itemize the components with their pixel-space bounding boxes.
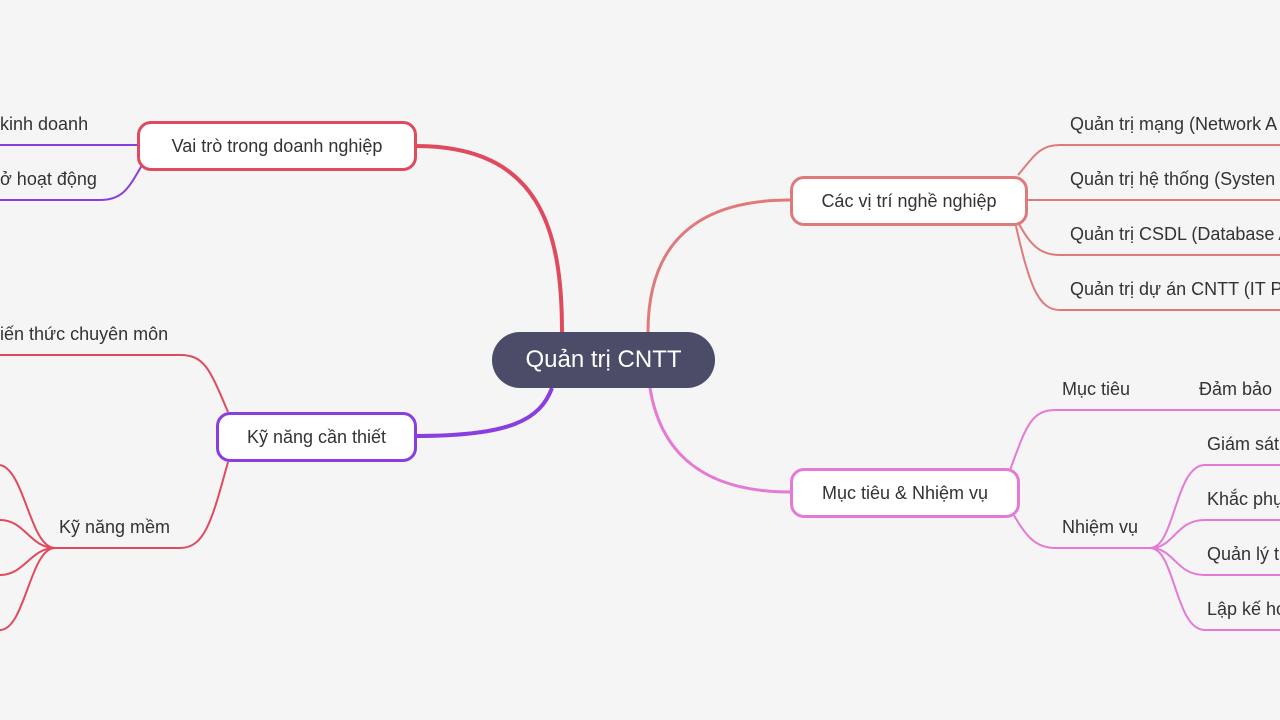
central-topic[interactable]: Quản trị CNTT [492,332,715,388]
task-4[interactable]: Lập kế ho [1207,599,1280,619]
goals-goal-child[interactable]: Đảm bảo [1199,379,1273,399]
edge-roles-child-2 [0,159,146,201]
edge-softskill-b [0,519,56,549]
task-1[interactable]: Giám sát [1207,434,1280,454]
edge-central-positions [646,198,791,333]
edge-goals-goal [1009,409,1280,471]
edge-task-2 [1149,519,1280,549]
position-system-admin[interactable]: Quản trị hệ thống (Systen [1070,169,1276,189]
roles-child-2[interactable]: ở hoạt động [0,169,97,189]
task-3[interactable]: Quản lý t [1207,544,1280,564]
branch-positions[interactable]: Các vị trí nghề nghiệp [790,176,1028,226]
edge-goals-task [1011,511,1150,549]
edge-task-1 [1149,464,1280,549]
goals-tasks[interactable]: Nhiệm vụ [1062,517,1139,537]
edge-task-3 [1149,547,1280,576]
edge-pos-1 [1017,144,1280,176]
position-network-admin[interactable]: Quản trị mạng (Network A [1070,114,1278,134]
edge-softskill-c [0,547,56,576]
edge-central-roles [415,144,564,333]
task-2[interactable]: Khắc phụ [1207,489,1280,509]
edge-softskill-d [0,547,56,631]
edge-central-skills [415,387,554,438]
branch-skills[interactable]: Kỹ năng cần thiết [216,412,417,462]
edge-softskill-a [0,464,56,549]
edge-skills-child-1 [0,354,229,413]
skills-knowledge[interactable]: iến thức chuyên môn [0,324,169,344]
roles-child-1[interactable]: kinh doanh [0,114,89,134]
edge-pos-4 [1015,225,1280,311]
position-it-project[interactable]: Quản trị dự án CNTT (IT P [1070,279,1280,299]
edge-skills-child-2 [55,461,229,549]
skills-soft[interactable]: Kỹ năng mềm [59,517,171,537]
position-database-admin[interactable]: Quản trị CSDL (Database A [1070,224,1280,244]
branch-roles[interactable]: Vai trò trong doanh nghiệp [137,121,417,171]
goals-goal[interactable]: Mục tiêu [1062,379,1131,399]
edge-task-4 [1149,547,1280,631]
branch-goals[interactable]: Mục tiêu & Nhiệm vụ [790,468,1020,518]
edge-central-goals [648,387,791,494]
edge-pos-3 [1017,221,1280,256]
